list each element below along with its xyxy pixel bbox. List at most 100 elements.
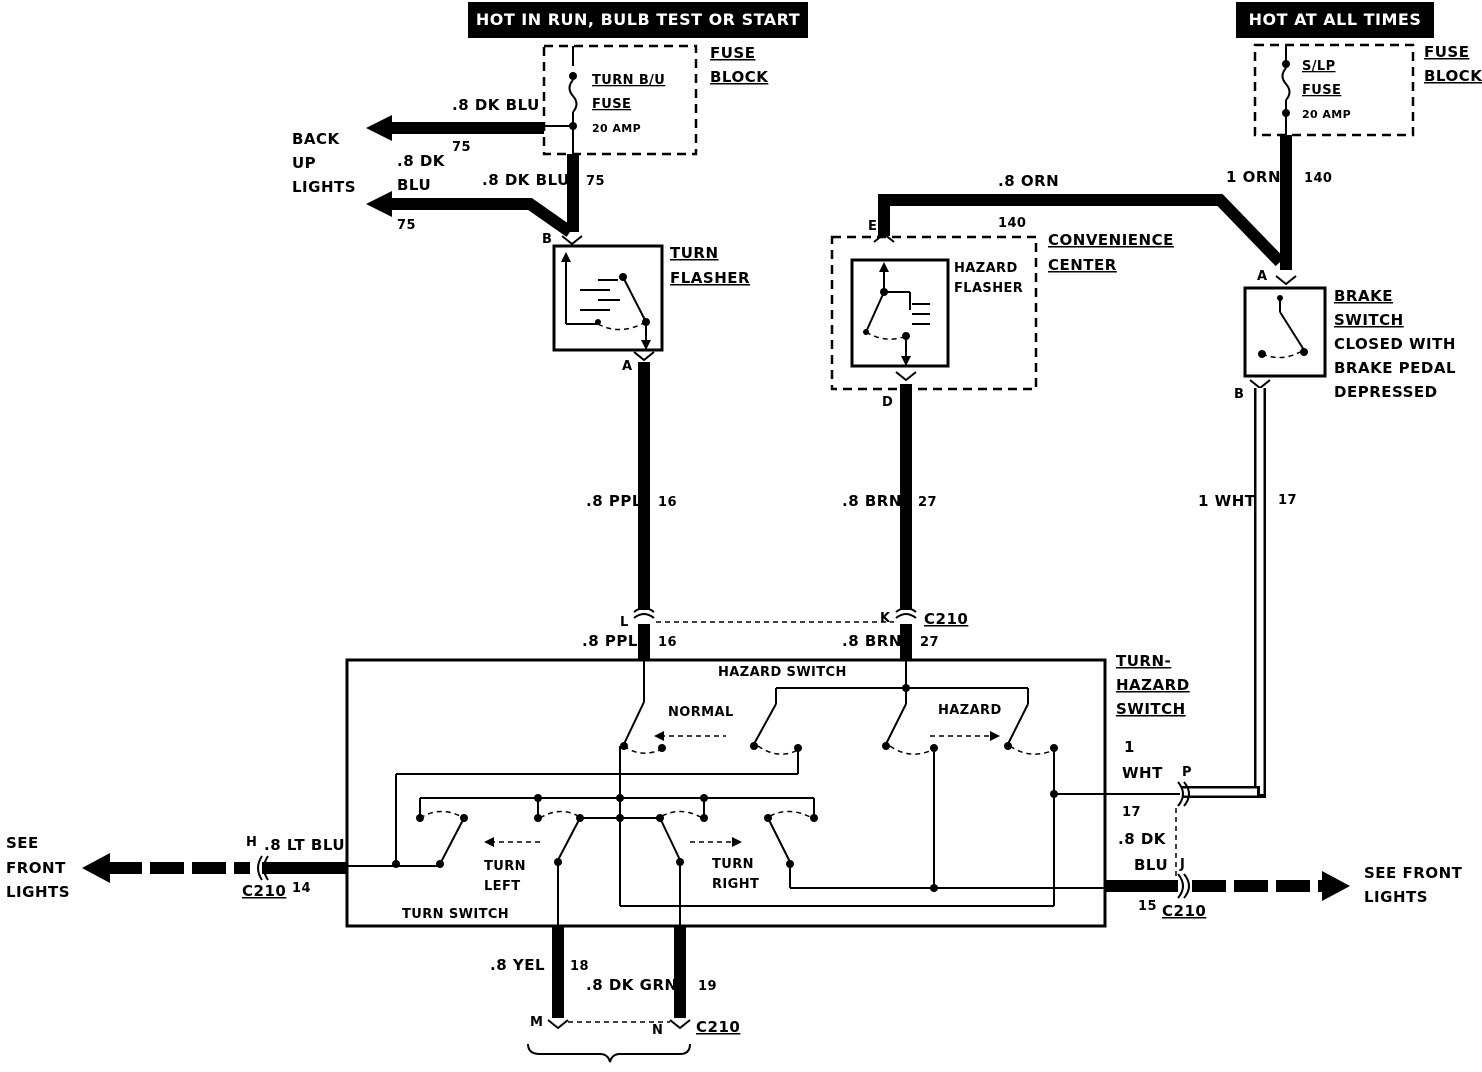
turn-hazard-switch-box [345,658,1180,928]
c210-pin-l: L [620,615,629,630]
fuse-left-name-1: TURN B/U [592,73,665,88]
turn-switch-title: TURN SWITCH [402,907,509,922]
backup-title-3: LIGHTS [292,178,356,196]
fuse-block-left-label-2: BLOCK [710,68,769,86]
c210-brn: .8 BRN [842,632,902,650]
right-pin-j: J [1179,857,1185,872]
left-wire-label: .8 LT BLU [264,836,345,854]
hazard-label: HAZARD [938,703,1002,718]
fuse-right-rating: 20 AMP [1302,108,1351,121]
right-circuit: 15 [1138,899,1157,914]
fuse-left-name-2: FUSE [592,97,631,112]
brn-circuit: 27 [918,495,937,510]
brake-label-4: BRAKE PEDAL [1334,359,1456,377]
fuse-right-name-2: FUSE [1302,83,1341,98]
c210-brn-circuit: 27 [920,635,939,650]
backup-title-1: BACK [292,130,341,148]
right-see-2: LIGHTS [1364,888,1428,906]
backup-wire-2b: BLU [397,176,431,194]
convenience-center [830,232,1038,391]
fuse-block-left-label-1: FUSE [710,44,755,62]
turn-flasher-pin-b: B [542,232,552,247]
hazard-flasher-label-2: FLASHER [954,281,1023,296]
pin-m: M [530,1015,543,1030]
brake-label-5: DEPRESSED [1334,383,1438,401]
backup-wire-2a: .8 DK [397,152,446,170]
wht-circuit: 17 [1278,493,1297,508]
c210-top-connector [633,607,917,660]
vertical-wires [638,362,1266,798]
turn-hazard-label-2: HAZARD [1116,676,1190,694]
turn-right-1: TURN [712,857,754,872]
right-pin-p: P [1182,765,1192,780]
right-blu-2: BLU [1134,856,1168,874]
fuse-block-left: TURN B/U FUSE 20 AMP [542,44,698,156]
orn-wires [878,135,1292,270]
brake-label-3: CLOSED WITH [1334,335,1456,353]
convenience-pin-d: D [882,395,893,410]
banner-hot-in-run-text: HOT IN RUN, BULB TEST OR START [476,10,800,29]
right-wht-2: WHT [1122,764,1163,782]
backup-circuit-3: 75 [397,218,416,233]
brake-label-2: SWITCH [1334,311,1404,329]
c210-ppl-circuit: 16 [658,635,677,650]
c210-top-name: C210 [924,610,968,628]
wht-wire-label: 1 WHT [1198,492,1256,510]
orn-circuit: 140 [998,216,1026,231]
left-see-1: SEE [6,834,39,852]
banner-hot-in-run: HOT IN RUN, BULB TEST OR START [468,2,808,38]
brake-pin-a: A [1257,269,1267,284]
turn-flasher-pin-a: A [622,359,632,374]
bottom-outputs [527,926,691,1063]
banner-hot-at-all-times: HOT AT ALL TIMES [1236,2,1434,38]
left-front-lights-output [82,853,347,883]
fuse-block-right-label-2: BLOCK [1424,67,1482,85]
yel-wire-label: .8 YEL [490,956,545,974]
backup-wires [366,115,579,237]
c210-pin-k: K [880,611,891,626]
right-wht-1: 1 [1124,738,1135,756]
left-see-2: FRONT [6,859,66,877]
left-circuit: 14 [292,881,311,896]
turn-left-1: TURN [484,859,526,874]
ppl-circuit: 16 [658,495,677,510]
convenience-pin-e: E [868,219,877,234]
left-connector: C210 [242,882,286,900]
pin-n: N [652,1023,663,1038]
ppl-wire-label: .8 PPL [586,492,642,510]
hazard-switch-title: HAZARD SWITCH [718,665,847,680]
grn-circuit: 19 [698,979,717,994]
turn-hazard-label-1: TURN- [1116,652,1171,670]
turn-right-2: RIGHT [712,877,759,892]
left-pin-h: H [246,835,257,850]
banner-hot-at-all-times-text: HOT AT ALL TIMES [1249,10,1422,29]
right-connector: C210 [1162,902,1206,920]
right-circuit-17: 17 [1122,805,1141,820]
backup-circuit-1: 75 [452,140,471,155]
brake-label-1: BRAKE [1334,287,1393,305]
right-see-1: SEE FRONT [1364,864,1463,882]
right-blu-1: .8 DK [1118,830,1167,848]
backup-wire-1: .8 DK BLU [452,96,540,114]
backup-circuit-2: 75 [586,174,605,189]
hazard-flasher-label-1: HAZARD [954,261,1018,276]
fuse-block-right: S/LP FUSE 20 AMP [1253,43,1415,137]
backup-wire-3: .8 DK BLU [482,171,570,189]
turn-hazard-label-3: SWITCH [1116,700,1186,718]
brake-pin-b: B [1234,387,1244,402]
grn-wire-label: .8 DK GRN [586,976,678,994]
convenience-label-1: CONVENIENCE [1048,231,1174,249]
turn-flasher-label-1: TURN [670,244,719,262]
convenience-label-2: CENTER [1048,256,1117,274]
brake-feed-wire: 1 ORN [1226,168,1281,186]
right-front-lights-output [1105,781,1350,901]
brake-switch [1243,275,1327,390]
brake-feed-circuit: 140 [1304,171,1332,186]
turn-flasher-label-2: FLASHER [670,269,750,287]
yel-circuit: 18 [570,959,589,974]
turn-left-2: LEFT [484,879,521,894]
left-see-3: LIGHTS [6,883,70,901]
orn-wire-label: .8 ORN [998,172,1059,190]
fuse-left-rating: 20 AMP [592,122,641,135]
